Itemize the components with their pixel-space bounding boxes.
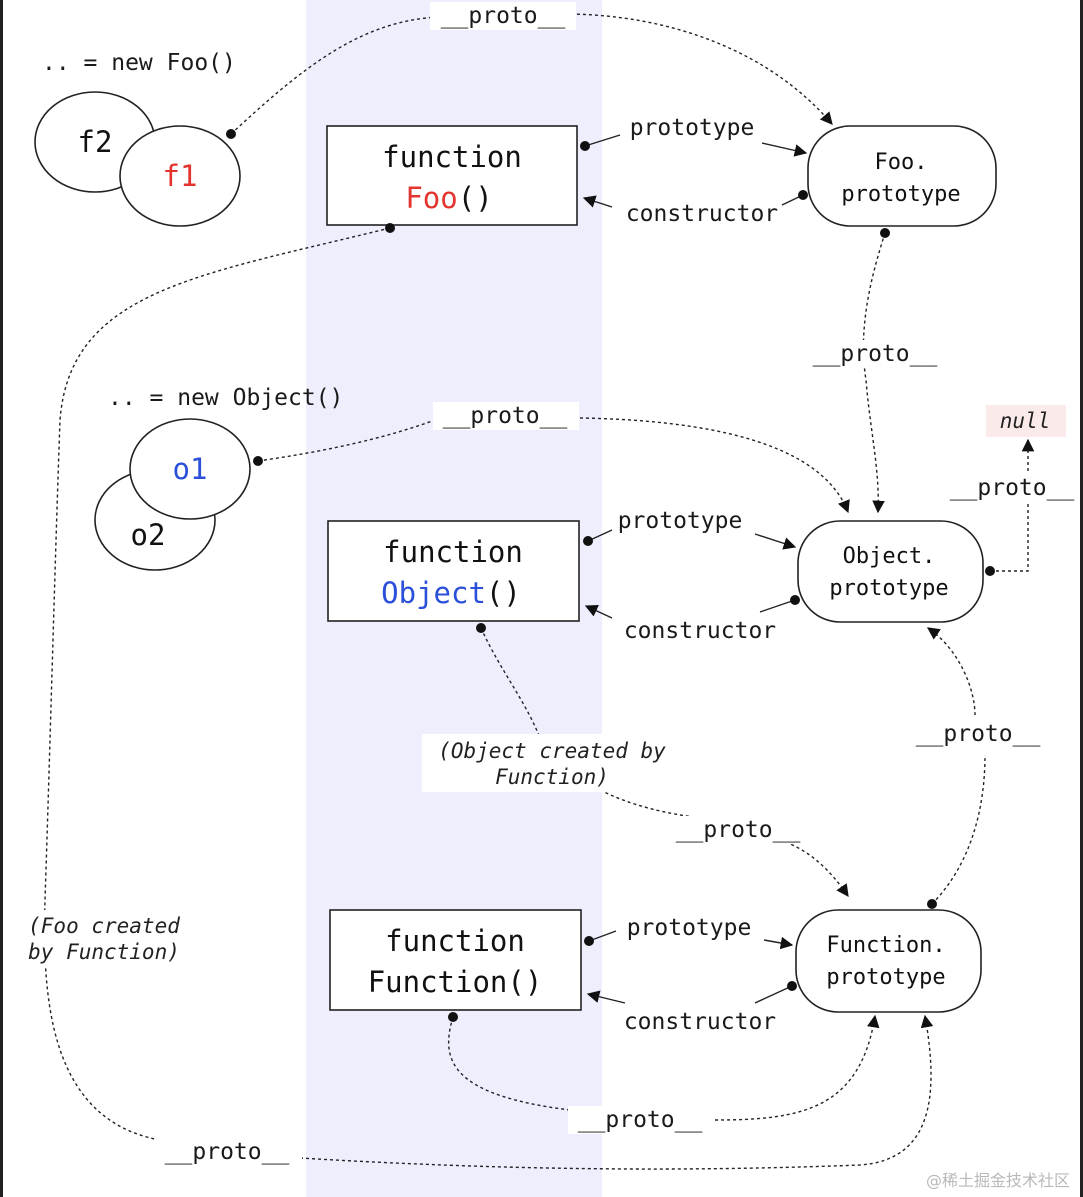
objproto-proto-dot [985,566,995,576]
object-name: Object [381,576,486,610]
object-prototype-line1: Object. [843,544,936,569]
objproto-constructor-dot [790,595,800,605]
o1-label: o1 [173,452,208,486]
label-o1-proto: __proto__ [443,403,568,429]
foo-prototype-line2: prototype [841,182,960,207]
foo-prototype-dot [580,141,590,151]
foo-function-box: function Foo() [326,125,578,226]
edge-objproto-null [990,438,1035,572]
label-foo-proto: __proto__ [165,1139,290,1165]
edge-o1-proto [257,417,848,512]
o1-dot [253,456,263,466]
label-object-constructor: constructor [624,618,776,644]
label-fooproto-proto: __proto__ [813,341,938,367]
foo-prototype-line1: Foo. [875,150,928,175]
object-prototype-dot [583,536,593,546]
label-object-prototype: prototype [618,508,743,534]
note-object-created-2: Function) [495,765,609,789]
label-function-proto: __proto__ [578,1107,703,1133]
funcproto-constructor-dot [787,981,797,991]
f2-label: f2 [78,125,113,159]
o2-label: o2 [131,518,166,552]
function-prototype-dot [584,936,594,946]
foo-instance-caption: .. = new Foo() [42,50,236,76]
note-foo-created-1: (Foo created [28,914,180,938]
object-function-box: function Object() [327,520,580,622]
function-prototype-node: Function. prototype [795,909,982,1013]
edge-funcproto-proto [928,628,986,905]
foo-name: Foo [405,181,457,215]
null-label: null [1000,409,1051,433]
left-border [0,0,3,1197]
object-signature: Object() [381,576,521,610]
label-funcproto-proto: __proto__ [916,721,1041,747]
edge-function-constructor [588,986,793,1003]
foo-parens: () [458,181,493,215]
object-parens: () [486,576,521,610]
object-prototype-line2: prototype [829,576,948,601]
function-keyword: function [385,924,525,958]
right-border [1080,0,1083,1197]
object-instance-caption: .. = new Object() [108,385,343,411]
null-badge-bg [986,405,1066,437]
funcproto-proto-dot [927,899,937,909]
watermark: @稀土掘金技术社区 [926,1171,1070,1190]
object-proto-dot [476,623,486,633]
label-f1-proto: __proto__ [441,3,566,29]
function-prototype-line1: Function. [826,933,945,958]
object-prototype-node: Object. prototype [797,520,984,623]
object-keyword: function [383,535,523,569]
edge-foo-prototype [584,134,806,153]
fooproto-constructor-dot [798,190,808,200]
function-proto-dot [448,1012,458,1022]
foo-proto-dot [385,223,395,233]
function-function-box: function Function() [329,909,582,1011]
o1-node [129,418,251,520]
foo-signature: Foo() [405,181,492,215]
foo-keyword: function [382,140,522,174]
function-signature: Function() [368,965,543,999]
label-foo-constructor: constructor [626,201,778,227]
label-function-prototype: prototype [627,915,752,941]
f1-label: f1 [163,159,198,193]
note-object-created-1: (Object created by [438,739,666,763]
edge-function-proto [447,1016,875,1121]
f1-dot [226,129,236,139]
f1-node [119,125,241,227]
label-objproto-null: __proto__ [950,475,1075,501]
label-object-proto: __proto__ [676,817,801,843]
note-foo-created-2: by Function) [28,940,180,964]
edge-fooproto-proto [862,232,886,514]
edge-object-constructor [586,600,796,618]
function-prototype-line2: prototype [826,965,945,990]
label-foo-prototype: prototype [630,115,755,141]
foo-prototype-node: Foo. prototype [807,125,997,227]
edge-foo-proto [43,227,931,1170]
fooproto-proto-dot [880,228,890,238]
label-function-constructor: constructor [624,1009,776,1035]
